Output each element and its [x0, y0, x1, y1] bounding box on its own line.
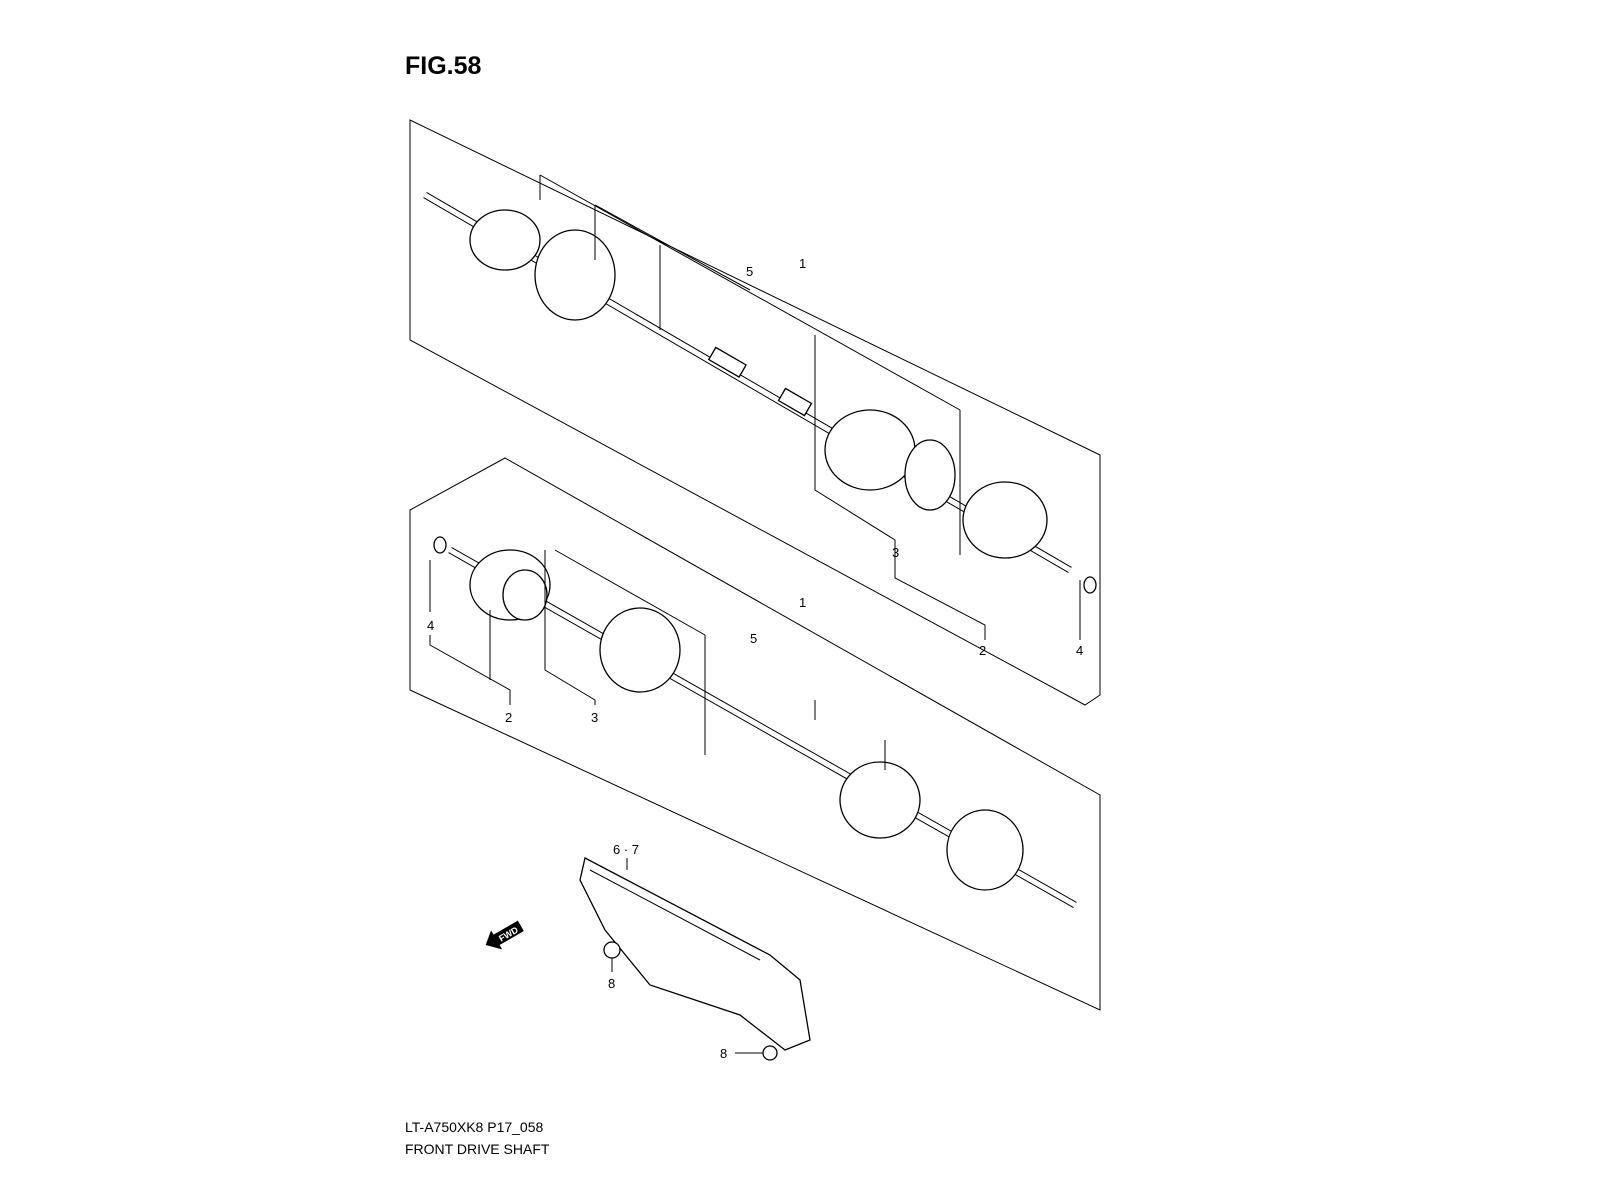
callout-upper-3: 3: [892, 545, 899, 560]
callout-lower-2: 2: [505, 710, 512, 725]
lower-drive-shaft: [433, 536, 1097, 909]
upper-drive-shaft: [423, 191, 1072, 574]
fwd-arrow-icon: FWD: [485, 920, 524, 950]
bolt-a: [603, 941, 621, 959]
callout-lower-1: 1: [799, 595, 806, 610]
guard-plate: [579, 857, 811, 1051]
upper-assembly-frame: [409, 119, 1101, 706]
callout-upper-2: 2: [979, 643, 986, 658]
upper-leader-lines: [539, 174, 1081, 640]
guard-edge: [589, 869, 761, 961]
callout-upper-4: 4: [1076, 643, 1083, 658]
bolt-b: [762, 1045, 778, 1061]
callout-lower-5: 5: [750, 631, 757, 646]
callout-upper-1: 1: [799, 256, 806, 271]
callout-lower-3: 3: [591, 710, 598, 725]
callout-bolt-b: 8: [720, 1046, 727, 1061]
lower-leader-lines: [429, 549, 886, 770]
figure-caption: FRONT DRIVE SHAFT: [405, 1141, 550, 1157]
callout-bolt-a: 8: [608, 976, 615, 991]
lower-assembly-frame: [409, 457, 1101, 1011]
callout-guard: 6 · 7: [613, 842, 639, 857]
model-code: LT-A750XK8 P17_058: [405, 1119, 544, 1135]
callout-lower-4: 4: [427, 618, 434, 633]
figure-title: FIG.58: [405, 52, 482, 80]
callout-upper-5: 5: [746, 264, 753, 279]
